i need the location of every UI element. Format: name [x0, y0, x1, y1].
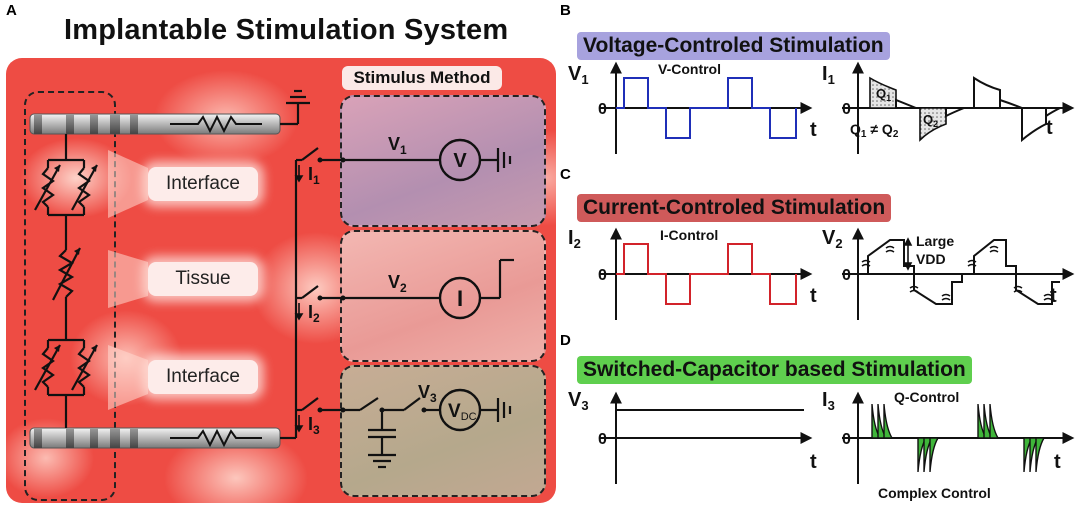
b-right-xlabel: t — [1046, 117, 1053, 139]
stimulus-method-label: Stimulus Method — [342, 66, 502, 90]
panel-b-title: Voltage-Controled Stimulation — [577, 32, 890, 60]
c-right-ylabel: V2 — [822, 227, 843, 251]
c-left-annotation: I-Control — [660, 227, 718, 243]
voltage-source-symbol: V — [453, 150, 467, 172]
c-right-wave — [858, 239, 1060, 305]
c-right-xlabel: t — [1050, 285, 1057, 307]
dc-source-circle — [438, 388, 482, 432]
q2-shaded-area — [919, 107, 947, 142]
d-right-footer: Complex Control — [878, 485, 991, 501]
q1-shaded-area — [869, 76, 897, 109]
d-right-xlabel: t — [1054, 451, 1061, 473]
c-left-xlabel: t — [810, 285, 817, 307]
current-source-circle — [438, 276, 482, 320]
q1-label: Q1 — [876, 86, 891, 103]
panel-b-letter: B — [560, 2, 571, 19]
switch-2-label: I2 — [308, 302, 320, 325]
c-left-wave — [616, 243, 797, 305]
switch-1-label: I1 — [308, 164, 320, 187]
current-source-symbol: I — [457, 286, 463, 311]
b-left-ylabel: V1 — [568, 63, 589, 87]
tissue-model-chain — [34, 134, 98, 428]
sc-method-box — [340, 365, 546, 497]
electrode-resistor-top — [170, 114, 262, 134]
d-left-axes — [600, 391, 813, 484]
switch-bus — [280, 147, 343, 440]
voltage-source-circle — [438, 138, 482, 182]
interface-beam-top — [108, 150, 148, 218]
panel-d-title: Switched-Capacitor based Stimulation — [577, 356, 972, 384]
d-left-xlabel: t — [810, 451, 817, 473]
switch-nodes — [317, 157, 323, 413]
panel-a-letter: A — [6, 2, 17, 19]
vdd-annotation-line2: VDD — [916, 251, 946, 267]
dc-source-symbol: VDC — [448, 401, 477, 423]
c-right-axes — [842, 227, 1075, 320]
b-right-zero: 0 — [842, 101, 851, 118]
d-right-ylabel: I3 — [822, 389, 835, 413]
q-inequality: Q1 ≠ Q2 — [850, 121, 899, 140]
top-ground-icon — [280, 89, 310, 126]
node-2-label: V2 — [388, 272, 407, 295]
c-right-zero: 0 — [842, 267, 851, 284]
panel-a-title: Implantable Stimulation System — [64, 14, 509, 46]
b-right-ylabel: I1 — [822, 63, 835, 87]
interface-label-top: Interface — [148, 167, 258, 201]
vdd-annotation-line1: Large — [916, 233, 954, 249]
node-3-label: V3 — [418, 382, 437, 405]
panel-d-letter: D — [560, 332, 571, 349]
voltage-source-wiring — [343, 148, 512, 172]
current-arrows — [294, 165, 304, 433]
d-left-zero: 0 — [598, 431, 607, 448]
c-right-breaks — [861, 245, 1053, 301]
c-left-ylabel: I2 — [568, 227, 581, 251]
waveforms: V1 0 t V-Control Q1 Q2 Q1 ≠ Q2 I1 0 t I2… — [568, 61, 1075, 501]
interface-label-bottom: Interface — [148, 360, 258, 394]
b-left-zero: 0 — [598, 101, 607, 118]
d-right-annotation: Q-Control — [894, 389, 959, 405]
interface-beam-bottom — [108, 345, 148, 410]
d-left-ylabel: V3 — [568, 389, 589, 413]
panel-c-letter: C — [560, 166, 571, 183]
variable-arrowheads — [54, 165, 97, 352]
panel-c-title: Current-Controled Stimulation — [577, 194, 892, 222]
b-left-wave — [616, 77, 797, 139]
d-right-pulses — [871, 403, 1046, 473]
current-source-wiring — [343, 258, 514, 300]
node-1-label: V1 — [388, 134, 407, 157]
electrode-resistor-bottom — [170, 428, 262, 448]
vdd-arrow — [903, 237, 913, 271]
tissue-label: Tissue — [148, 262, 258, 296]
b-left-annotation: V-Control — [658, 61, 721, 77]
tissue-beam — [108, 250, 148, 308]
switch-3-label: I3 — [308, 414, 320, 437]
b-right-axes — [842, 61, 1075, 154]
b-right-wave — [858, 76, 1061, 143]
b-left-xlabel: t — [810, 119, 817, 141]
q2-label: Q2 — [923, 112, 938, 129]
d-right-zero: 0 — [842, 431, 851, 448]
sc-wiring — [343, 397, 512, 469]
circuit-diagram: I1 I2 I3 V1 V2 V3 V I VDC — [29, 89, 514, 469]
current-method-box — [340, 230, 546, 362]
c-left-zero: 0 — [598, 267, 607, 284]
